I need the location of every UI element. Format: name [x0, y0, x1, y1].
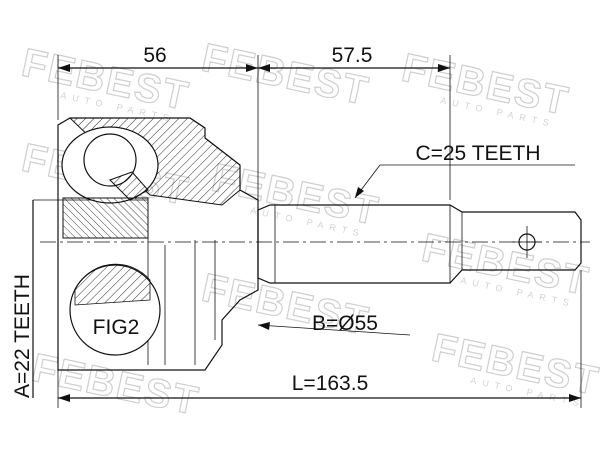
inner-teeth-label: A=22 TEETH — [11, 274, 34, 398]
dimension-57-5-label: 57.5 — [332, 44, 373, 67]
overall-dimension: L=163.5 — [57, 270, 582, 408]
overall-length-label: L=163.5 — [292, 372, 369, 395]
fig2-label: FIG2 — [93, 316, 140, 339]
dimension-56-label: 56 — [143, 44, 166, 67]
outer-teeth-callout: C=25 TEETH — [354, 142, 575, 199]
outer-teeth-label: C=25 TEETH — [415, 142, 540, 165]
joint-housing: FIG2 — [57, 117, 259, 371]
watermark-text-8: FEBEST — [28, 346, 203, 424]
top-dimensions: 56 57.5 — [57, 44, 451, 210]
diameter-label: B=Ø55 — [312, 312, 378, 335]
diameter-callout: B=Ø55 — [257, 312, 411, 336]
